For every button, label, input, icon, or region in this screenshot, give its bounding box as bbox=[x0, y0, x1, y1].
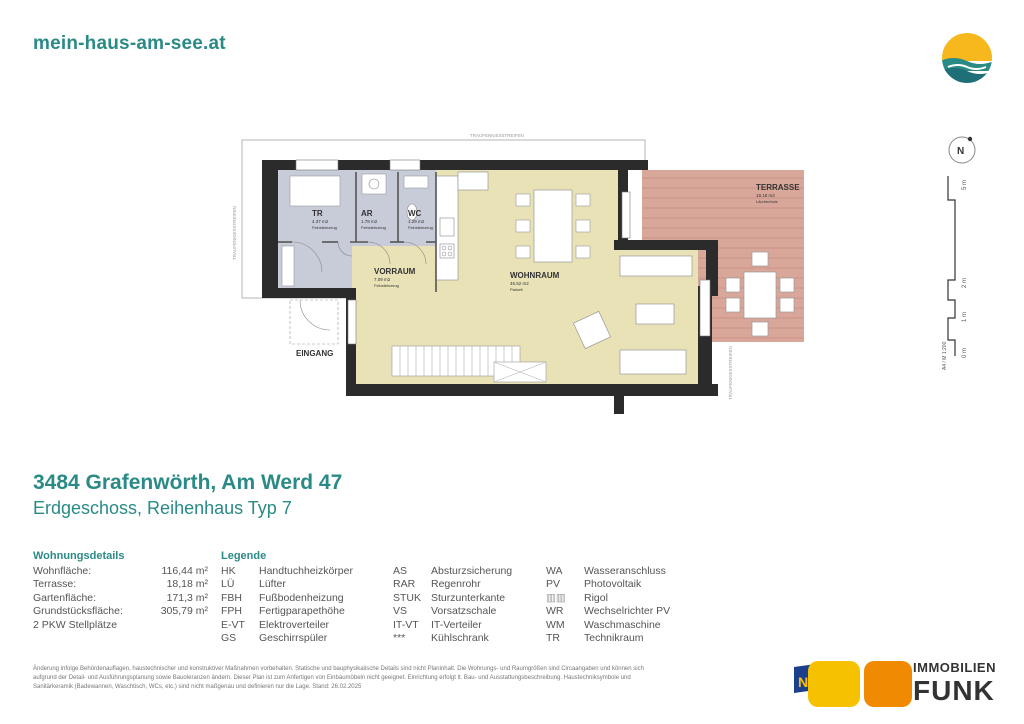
svg-text:5 m: 5 m bbox=[962, 180, 968, 190]
svg-text:Feinsteinzeug: Feinsteinzeug bbox=[312, 225, 337, 230]
svg-text:TR: TR bbox=[312, 209, 323, 218]
brand-word-funk: FUNK bbox=[913, 675, 995, 706]
room-tr-label: TR 4.37 m2 Feinsteinzeug bbox=[312, 209, 337, 230]
svg-text:1.29 m2: 1.29 m2 bbox=[408, 219, 425, 224]
details-row: Terrasse:18,18 m² bbox=[33, 578, 208, 591]
svg-text:Lärchenholz: Lärchenholz bbox=[756, 199, 778, 204]
apartment-details: Wohnungsdetails Wohnfläche:116,44 m² Ter… bbox=[33, 550, 208, 632]
details-heading: Wohnungsdetails bbox=[33, 550, 125, 562]
room-vorraum-label: VORRAUM 7.09 m2 Feinsteinzeug bbox=[374, 267, 416, 288]
scale-bar: 0 m 1 m 2 m 5 m A4 / M 1:200 bbox=[942, 176, 968, 370]
svg-text:Feinsteinzeug: Feinsteinzeug bbox=[361, 225, 386, 230]
room-wc-label: WC 1.29 m2 Feinsteinzeug bbox=[408, 209, 433, 230]
svg-text:WOHNRAUM: WOHNRAUM bbox=[510, 271, 560, 280]
svg-text:45.52 m2: 45.52 m2 bbox=[510, 281, 529, 286]
compass-north-icon: N bbox=[948, 136, 976, 164]
svg-text:WC: WC bbox=[408, 209, 422, 218]
svg-text:Parkett: Parkett bbox=[510, 287, 524, 292]
traufe-right-label: TRAUFENKIESSTREIFEN bbox=[728, 346, 733, 400]
room-ar-label: AR 1.78 m2 Feinsteinzeug bbox=[361, 209, 386, 230]
room-wohnraum-label: WOHNRAUM 45.52 m2 Parkett bbox=[510, 271, 560, 292]
entrance-label: EINGANG bbox=[296, 349, 333, 358]
room-terrasse-label: TERRASSE 18.18 m2 Lärchenholz bbox=[756, 183, 800, 204]
rigol-icon: ▥▥ bbox=[546, 591, 566, 604]
svg-text:N: N bbox=[798, 674, 808, 690]
svg-text:7.09 m2: 7.09 m2 bbox=[374, 277, 391, 282]
address-title: 3484 Grafenwörth, Am Werd 47 bbox=[33, 471, 343, 494]
svg-text:4.37 m2: 4.37 m2 bbox=[312, 219, 329, 224]
floor-plan: TRAUFENKIESSTREIFEN TRAUFENKIESSTREIFEN … bbox=[232, 133, 976, 414]
immobilien-funk-logo: N bbox=[794, 661, 912, 707]
details-row: 2 PKW Stellplätze bbox=[33, 618, 118, 631]
details-row: Gartenfläche:171,3 m² bbox=[33, 591, 208, 604]
site-url[interactable]: mein-haus-am-see.at bbox=[33, 33, 226, 54]
details-row: Wohnfläche:116,44 m² bbox=[33, 565, 208, 577]
legend-item: ***Kühlschrank bbox=[393, 631, 489, 644]
legend-heading: Legende bbox=[221, 550, 267, 562]
traufe-left-label: TRAUFENKIESSTREIFEN bbox=[232, 206, 237, 260]
svg-text:Feinsteinzeug: Feinsteinzeug bbox=[408, 225, 433, 230]
svg-text:1 m: 1 m bbox=[962, 312, 968, 322]
traufe-top-label: TRAUFENKIESSTREIFEN bbox=[470, 133, 524, 138]
svg-text:2 m: 2 m bbox=[962, 278, 968, 288]
disclaimer-text: Änderung infolge Behördenauflagen, haust… bbox=[33, 666, 644, 690]
svg-text:N: N bbox=[957, 146, 964, 157]
legend-item: ▥▥Rigol bbox=[546, 591, 608, 604]
svg-text:TERRASSE: TERRASSE bbox=[756, 183, 800, 192]
brand-word-immobilien: IMMOBILIEN bbox=[913, 660, 996, 675]
svg-text:Feinsteinzeug: Feinsteinzeug bbox=[374, 283, 399, 288]
svg-text:0 m: 0 m bbox=[962, 348, 968, 358]
svg-text:AR: AR bbox=[361, 209, 373, 218]
svg-text:1.78 m2: 1.78 m2 bbox=[361, 219, 378, 224]
svg-text:A4 / M 1:200: A4 / M 1:200 bbox=[942, 341, 948, 370]
svg-text:VORRAUM: VORRAUM bbox=[374, 267, 416, 276]
lake-house-logo bbox=[942, 33, 992, 83]
details-row: Grundstücksfläche:305,79 m² bbox=[33, 605, 208, 618]
svg-text:18.18 m2: 18.18 m2 bbox=[756, 193, 775, 198]
address-subtitle: Erdgeschoss, Reihenhaus Typ 7 bbox=[33, 498, 292, 518]
